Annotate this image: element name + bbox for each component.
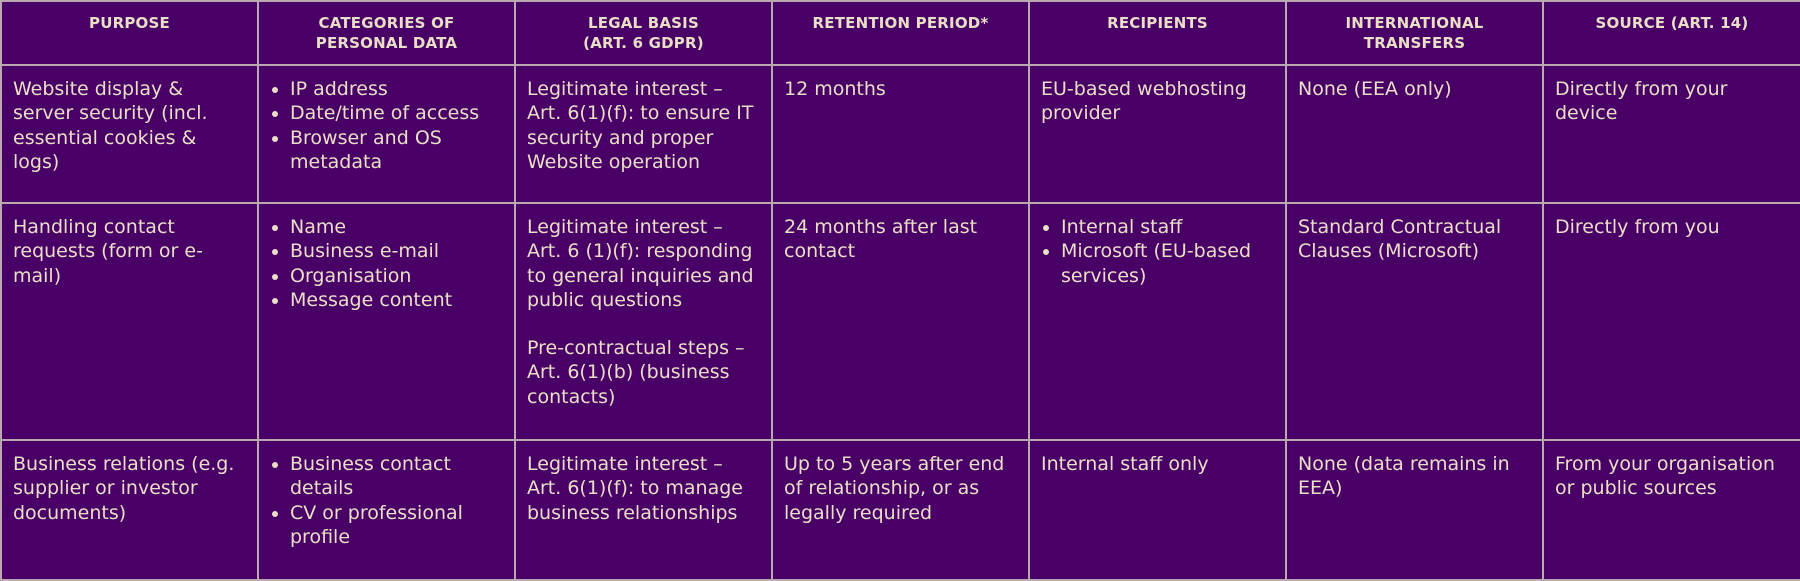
- cell-categories: Business contact details CV or professio…: [257, 439, 516, 581]
- table-header-row: PURPOSE CATEGORIES OF PERSONAL DATA LEGAL…: [0, 0, 1800, 66]
- categories-list: IP address Date/time of access Browser a…: [270, 77, 504, 174]
- cell-international: Standard Contractual Clauses (Microsoft): [1285, 202, 1544, 441]
- header-international: INTERNATIONAL TRANSFERS: [1285, 0, 1544, 66]
- header-label: RETENTION PERIOD*: [812, 14, 989, 32]
- list-item: Internal staff: [1061, 215, 1275, 239]
- header-label: PERSONAL DATA: [315, 34, 458, 52]
- header-label: PURPOSE: [89, 14, 170, 32]
- header-recipients: RECIPIENTS: [1028, 0, 1287, 66]
- legal-basis-text: Legitimate interest – Art. 6(1)(f): to e…: [527, 78, 754, 173]
- cell-purpose: Business relations (e.g. supplier or inv…: [0, 439, 259, 581]
- table-row: Handling contact requests (form or e-mai…: [0, 202, 1800, 441]
- cell-retention: Up to 5 years after end of relationship,…: [771, 439, 1030, 581]
- legal-basis-text: Legitimate interest – Art. 6 (1)(f): res…: [527, 216, 754, 311]
- cell-categories: Name Business e-mail Organisation Messag…: [257, 202, 516, 441]
- cell-retention: 12 months: [771, 64, 1030, 204]
- cell-legal-basis: Legitimate interest – Art. 6 (1)(f): res…: [514, 202, 773, 441]
- list-item: Business contact details: [290, 452, 504, 501]
- cell-recipients: Internal staff Microsoft (EU-based servi…: [1028, 202, 1287, 441]
- cell-purpose: Website display & server security (incl.…: [0, 64, 259, 204]
- header-source: SOURCE (ART. 14): [1542, 0, 1800, 66]
- cell-source: Directly from your device: [1542, 64, 1800, 204]
- table-row: Business relations (e.g. supplier or inv…: [0, 439, 1800, 581]
- header-label: CATEGORIES OF: [318, 14, 455, 32]
- header-label: (ART. 6 GDPR): [583, 34, 704, 52]
- header-label: TRANSFERS: [1363, 34, 1466, 52]
- cell-source: From your organisation or public sources: [1542, 439, 1800, 581]
- list-item: Browser and OS metadata: [290, 126, 504, 175]
- cell-purpose: Handling contact requests (form or e-mai…: [0, 202, 259, 441]
- header-label: SOURCE (ART. 14): [1595, 14, 1749, 32]
- cell-source: Directly from you: [1542, 202, 1800, 441]
- categories-list: Business contact details CV or professio…: [270, 452, 504, 549]
- cell-retention: 24 months after last contact: [771, 202, 1030, 441]
- table-row: Website display & server security (incl.…: [0, 64, 1800, 204]
- header-categories: CATEGORIES OF PERSONAL DATA: [257, 0, 516, 66]
- cell-recipients: Internal staff only: [1028, 439, 1287, 581]
- header-retention: RETENTION PERIOD*: [771, 0, 1030, 66]
- cell-international: None (data remains in EEA): [1285, 439, 1544, 581]
- header-legal-basis: LEGAL BASIS (ART. 6 GDPR): [514, 0, 773, 66]
- list-item: Business e-mail: [290, 239, 504, 263]
- cell-categories: IP address Date/time of access Browser a…: [257, 64, 516, 204]
- cell-recipients: EU-based webhosting provider: [1028, 64, 1287, 204]
- legal-basis-text: Legitimate interest – Art. 6(1)(f): to m…: [527, 453, 743, 524]
- list-item: IP address: [290, 77, 504, 101]
- legal-basis-text: Pre-contractual steps – Art. 6(1)(b) (bu…: [527, 337, 745, 408]
- header-label: LEGAL BASIS: [588, 14, 699, 32]
- list-item: Name: [290, 215, 504, 239]
- categories-list: Name Business e-mail Organisation Messag…: [270, 215, 504, 312]
- cell-legal-basis: Legitimate interest – Art. 6(1)(f): to m…: [514, 439, 773, 581]
- recipients-list: Internal staff Microsoft (EU-based servi…: [1041, 215, 1275, 288]
- cell-legal-basis: Legitimate interest – Art. 6(1)(f): to e…: [514, 64, 773, 204]
- list-item: Microsoft (EU-based services): [1061, 239, 1275, 288]
- list-item: Date/time of access: [290, 101, 504, 125]
- list-item: Message content: [290, 288, 504, 312]
- header-purpose: PURPOSE: [0, 0, 259, 66]
- list-item: Organisation: [290, 264, 504, 288]
- list-item: CV or professional profile: [290, 501, 504, 550]
- header-label: RECIPIENTS: [1107, 14, 1208, 32]
- header-label: INTERNATIONAL: [1345, 14, 1484, 32]
- cell-international: None (EEA only): [1285, 64, 1544, 204]
